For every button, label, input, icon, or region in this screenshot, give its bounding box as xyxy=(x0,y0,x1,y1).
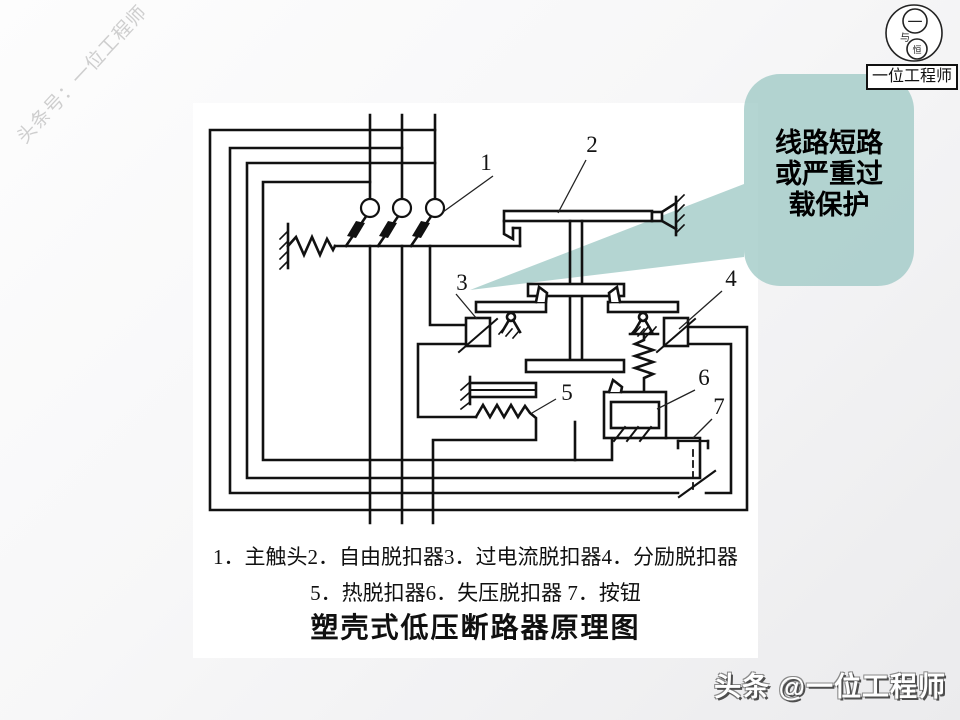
logo-seal-bottom: 恒 xyxy=(912,44,921,55)
main-contacts xyxy=(333,197,522,248)
figure-title: 塑壳式低压断路器原理图 xyxy=(310,613,641,644)
part-label-1: 1 xyxy=(480,150,492,175)
nested-loop-wires xyxy=(208,128,749,512)
logo-emblem: 一 与 恒 xyxy=(885,4,943,62)
callout-text: 线路短路 或严重过 载保护 xyxy=(744,128,914,221)
part-label-3: 3 xyxy=(456,270,468,295)
part-label-6: 6 xyxy=(698,365,710,390)
callout-line-2: 或严重过 xyxy=(775,159,883,189)
callout-line-1: 线路短路 xyxy=(775,128,883,158)
leader-lines xyxy=(442,159,723,439)
pushbutton xyxy=(676,439,717,499)
free-trip-mechanism xyxy=(502,193,686,374)
caption-line-2: 5．热脱扣器6．失压脱扣器 7．按钮 xyxy=(310,581,641,605)
part-labels: 1 2 3 4 5 6 7 xyxy=(456,132,737,419)
part-label-4: 4 xyxy=(725,266,737,291)
caption-line-1: 1．主触头2．自由脱扣器3．过电流脱扣器4．分励脱扣器 xyxy=(213,545,738,569)
callout-body xyxy=(744,74,914,286)
part-label-5: 5 xyxy=(561,380,573,405)
callout-line-3: 载保护 xyxy=(788,190,870,220)
footer-watermark: 头条 @一位工程师 xyxy=(714,672,946,702)
logo-seal-top: 一 xyxy=(907,15,922,31)
logo-seal-mid: 与 xyxy=(900,32,910,44)
figure-canvas xyxy=(193,103,758,658)
contact-spring xyxy=(278,222,337,271)
shunt-release xyxy=(606,284,697,354)
logo-banner: 一位工程师 xyxy=(866,64,958,90)
undervoltage-release xyxy=(602,325,668,443)
part-label-2: 2 xyxy=(586,132,598,157)
phase-lines xyxy=(368,113,437,525)
overcurrent-release xyxy=(416,244,549,419)
part-label-7: 7 xyxy=(713,394,725,419)
thermal-release xyxy=(431,375,538,525)
